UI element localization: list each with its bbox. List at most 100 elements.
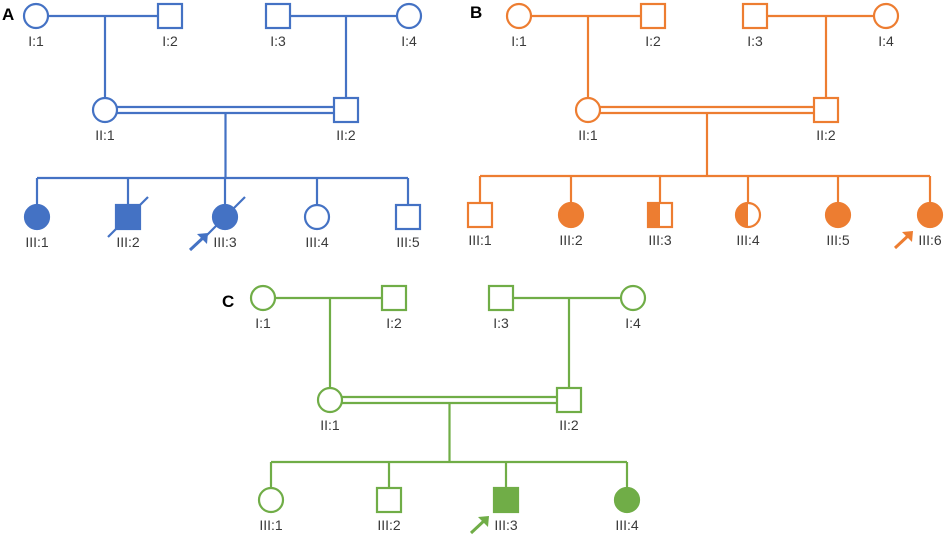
- individual-g3-3: III:4: [303, 203, 331, 250]
- individual-id-label: I:3: [270, 33, 286, 49]
- individual-g3-1: III:2: [557, 201, 585, 248]
- deceased-slash: [107, 196, 149, 238]
- individual-id-label: III:4: [615, 517, 639, 533]
- individual-id-label: I:2: [645, 33, 661, 49]
- individual-id-label: II:2: [559, 417, 579, 433]
- female-symbol: [574, 96, 602, 124]
- individual-id-label: III:3: [648, 232, 672, 248]
- female-symbol: [303, 203, 331, 231]
- individual-g3-0: III:1: [466, 201, 494, 248]
- individual-g3-1: III:2: [107, 196, 149, 250]
- individual-g3-0: III:1: [23, 203, 51, 250]
- female-symbol: [916, 201, 944, 229]
- individual-id-label: III:1: [259, 517, 283, 533]
- male-symbol: [380, 284, 408, 312]
- individual-g2-0: II:1: [91, 96, 119, 143]
- individual-id-label: III:1: [468, 232, 492, 248]
- individual-g1-0: I:1: [249, 284, 277, 331]
- female-symbol: [23, 203, 51, 231]
- proband-arrow-icon: [188, 233, 208, 252]
- consanguinity-line: [117, 105, 334, 115]
- carrier-half-fill: [648, 203, 660, 227]
- proband-arrow-icon: [893, 231, 913, 250]
- individual-id-label: III:2: [559, 232, 583, 248]
- individual-id-label: I:3: [747, 33, 763, 49]
- individual-g3-2: III:3: [188, 196, 246, 252]
- individual-g3-4: III:5: [394, 203, 422, 250]
- individual-g3-1: III:2: [375, 486, 403, 533]
- individual-id-label: III:3: [213, 234, 237, 250]
- female-symbol: [249, 284, 277, 312]
- individual-g3-3: III:4: [613, 486, 641, 533]
- individual-g1-0: I:1: [22, 2, 50, 49]
- individual-id-label: I:3: [493, 315, 509, 331]
- male-symbol: [466, 201, 494, 229]
- consanguinity-line: [600, 105, 814, 115]
- panel-label: B: [470, 3, 482, 22]
- proband-arrow-icon: [469, 516, 489, 535]
- individual-g1-2: I:3: [264, 2, 292, 49]
- individual-id-label: II:2: [336, 127, 356, 143]
- individual-id-label: I:2: [386, 315, 402, 331]
- individual-id-label: III:3: [494, 517, 518, 533]
- individual-g3-2: III:3: [646, 201, 674, 248]
- individual-g2-1: II:2: [812, 96, 840, 143]
- individual-g3-5: III:6: [893, 201, 944, 250]
- individual-id-label: II:1: [95, 127, 115, 143]
- individual-g1-0: I:1: [505, 2, 533, 49]
- male-symbol: [492, 486, 520, 514]
- individual-g2-1: II:2: [555, 386, 583, 433]
- male-symbol: [639, 2, 667, 30]
- male-symbol: [375, 486, 403, 514]
- male-symbol: [264, 2, 292, 30]
- individual-id-label: II:1: [578, 127, 598, 143]
- individual-id-label: III:4: [736, 232, 760, 248]
- carrier-half-fill: [736, 203, 748, 227]
- male-symbol: [487, 284, 515, 312]
- female-symbol: [872, 2, 900, 30]
- male-symbol: [812, 96, 840, 124]
- individual-id-label: I:1: [28, 33, 44, 49]
- individual-g1-1: I:2: [156, 2, 184, 49]
- panel-label: A: [2, 5, 14, 24]
- female-symbol: [91, 96, 119, 124]
- individual-g3-4: III:5: [824, 201, 852, 248]
- individual-id-label: I:1: [255, 315, 271, 331]
- female-symbol: [257, 486, 285, 514]
- male-symbol: [332, 96, 360, 124]
- individual-id-label: III:1: [25, 234, 49, 250]
- individual-id-label: I:4: [878, 33, 894, 49]
- individual-id-label: I:2: [162, 33, 178, 49]
- individual-g2-0: II:1: [574, 96, 602, 143]
- individual-id-label: III:6: [918, 232, 942, 248]
- female-symbol: [22, 2, 50, 30]
- male-symbol: [555, 386, 583, 414]
- male-symbol: [156, 2, 184, 30]
- individual-g1-1: I:2: [380, 284, 408, 331]
- individual-id-label: I:4: [401, 33, 417, 49]
- individual-g3-2: III:3: [469, 486, 520, 535]
- individual-g1-3: I:4: [395, 2, 423, 49]
- female-symbol: [613, 486, 641, 514]
- individual-id-label: III:5: [826, 232, 850, 248]
- individual-id-label: III:2: [116, 234, 140, 250]
- female-symbol: [395, 2, 423, 30]
- individual-g3-3: III:4: [734, 201, 762, 248]
- individual-g2-0: II:1: [316, 386, 344, 433]
- individual-g1-1: I:2: [639, 2, 667, 49]
- male-symbol: [394, 203, 422, 231]
- individual-id-label: III:2: [377, 517, 401, 533]
- female-symbol: [619, 284, 647, 312]
- individual-id-label: II:2: [816, 127, 836, 143]
- individual-g1-3: I:4: [619, 284, 647, 331]
- female-symbol: [557, 201, 585, 229]
- individual-g2-1: II:2: [332, 96, 360, 143]
- individual-id-label: III:5: [396, 234, 420, 250]
- panel-label: C: [222, 292, 234, 311]
- individual-g1-2: I:3: [741, 2, 769, 49]
- female-symbol: [316, 386, 344, 414]
- male-symbol: [741, 2, 769, 30]
- individual-id-label: II:1: [320, 417, 340, 433]
